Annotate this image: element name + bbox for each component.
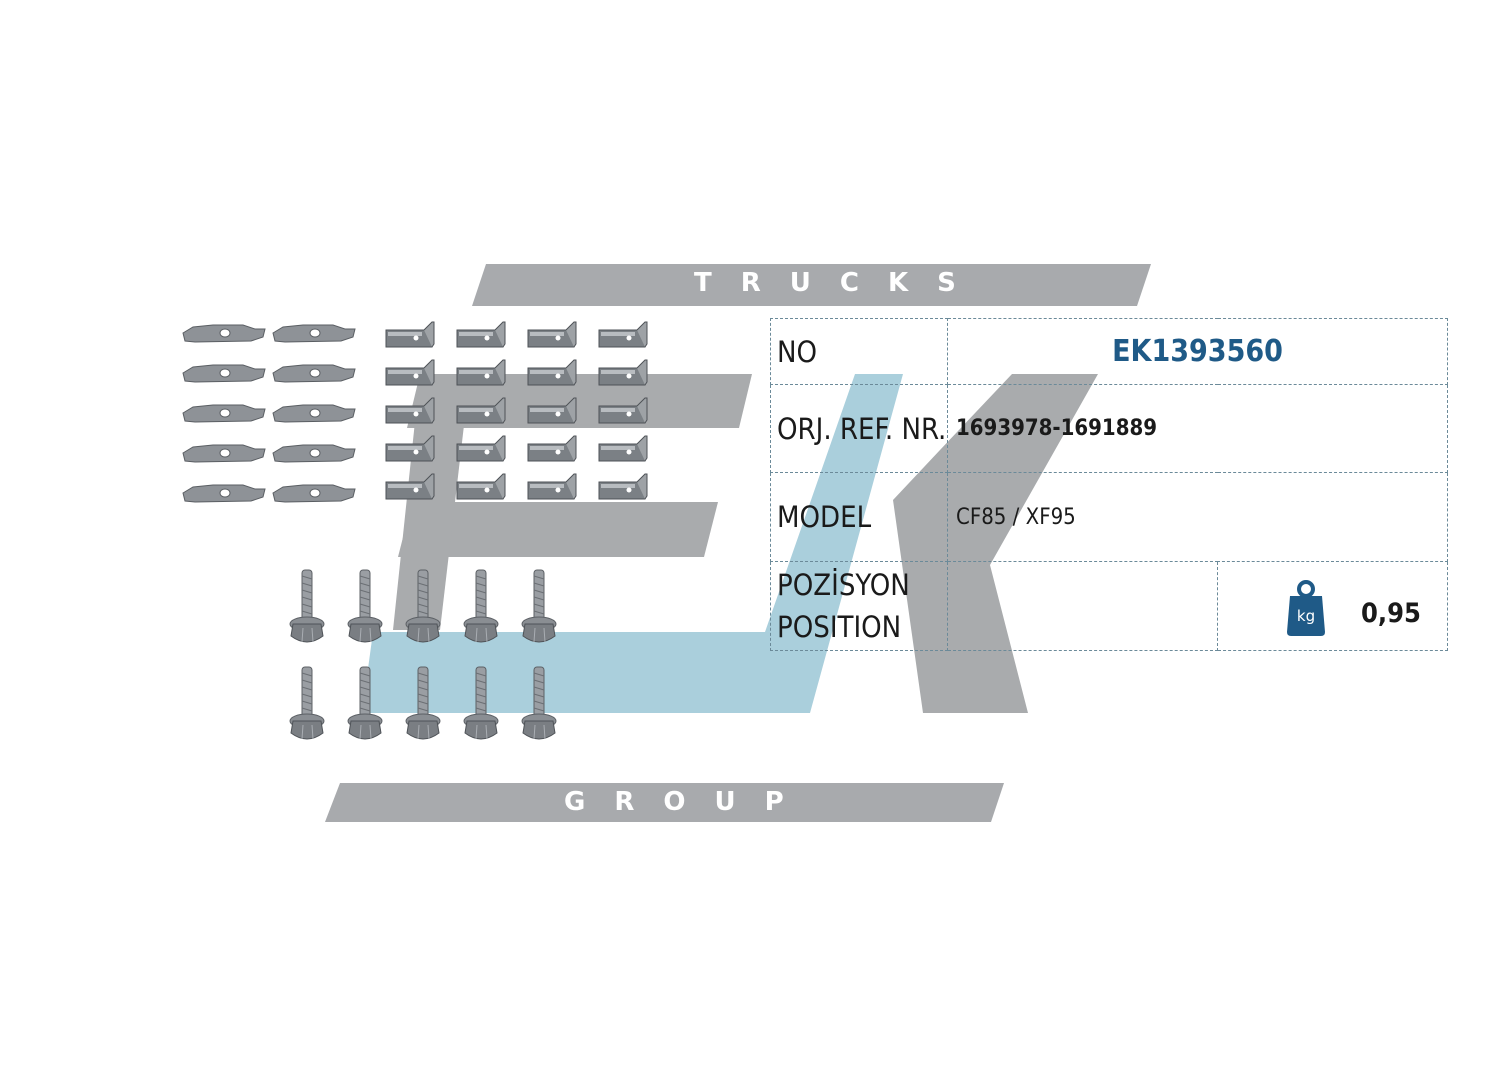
- kg-icon-text: kg: [1297, 607, 1315, 625]
- row-position: POZİSYON POSITION kg 0,95: [770, 561, 1449, 651]
- bolt-part: [463, 666, 499, 740]
- bolt-part: [405, 569, 441, 643]
- clip-part: [182, 444, 266, 463]
- bracket-part: [456, 359, 506, 386]
- clip-part: [182, 324, 266, 343]
- model-value: CF85 / XF95: [946, 472, 1449, 562]
- spec-table: NO EK1393560 ORJ. REF. NR. 1693978-16918…: [770, 318, 1449, 651]
- logo-e-middle-bar: [398, 502, 718, 557]
- clip-part: [272, 404, 356, 423]
- clip-parts: [182, 324, 356, 503]
- bracket-part: [527, 397, 577, 424]
- bolt-parts: [289, 569, 557, 740]
- bolt-part: [405, 666, 441, 740]
- bracket-part: [385, 473, 435, 500]
- group-band: [325, 783, 1004, 822]
- bracket-part: [598, 359, 648, 386]
- weight-value: 0,95: [1361, 598, 1421, 629]
- orig-ref-value: 1693978-1691889: [946, 384, 1449, 473]
- bracket-part: [527, 321, 577, 348]
- clip-part: [182, 484, 266, 503]
- orig-ref-label: ORJ. REF. NR.: [770, 384, 948, 473]
- bolt-part: [521, 666, 557, 740]
- bolt-part: [347, 569, 383, 643]
- position-value: [947, 561, 1218, 651]
- no-label: NO: [770, 318, 948, 385]
- bracket-part: [598, 473, 648, 500]
- bolt-part: [463, 569, 499, 643]
- bracket-part: [385, 321, 435, 348]
- bolt-part: [289, 569, 325, 643]
- bracket-part: [385, 435, 435, 462]
- clip-part: [182, 364, 266, 383]
- bracket-part: [527, 473, 577, 500]
- bracket-part: [456, 397, 506, 424]
- position-label-tr: POZİSYON: [777, 568, 910, 602]
- weight-kg-icon: kg: [1287, 580, 1325, 636]
- row-part-no: NO EK1393560: [770, 318, 1449, 385]
- bracket-part: [527, 435, 577, 462]
- bracket-part: [527, 359, 577, 386]
- bracket-part: [385, 359, 435, 386]
- position-label-en: POSITION: [777, 610, 902, 644]
- bracket-part: [456, 321, 506, 348]
- group-label: GROUP: [564, 787, 813, 817]
- row-model: MODEL CF85 / XF95: [770, 472, 1449, 562]
- bracket-part: [598, 397, 648, 424]
- bracket-part: [598, 435, 648, 462]
- logo-e-stem: [393, 374, 470, 630]
- clip-part: [272, 324, 356, 343]
- position-label: POZİSYON POSITION: [770, 561, 948, 651]
- clip-part: [272, 444, 356, 463]
- clip-part: [182, 404, 266, 423]
- clip-part: [272, 364, 356, 383]
- bracket-part: [598, 321, 648, 348]
- bolt-part: [347, 666, 383, 740]
- clip-part: [272, 484, 356, 503]
- bracket-parts: [385, 321, 648, 500]
- bolt-part: [289, 666, 325, 740]
- bracket-part: [385, 397, 435, 424]
- row-orig-ref: ORJ. REF. NR. 1693978-1691889: [770, 384, 1449, 473]
- bracket-part: [456, 473, 506, 500]
- logo-light-blue-bar: [362, 374, 903, 713]
- bracket-part: [456, 435, 506, 462]
- trucks-band: [472, 264, 1151, 306]
- bolt-part: [521, 569, 557, 643]
- trucks-label: TRUCKS: [694, 268, 985, 298]
- weight-cell: kg 0,95: [1216, 561, 1449, 651]
- model-label: MODEL: [770, 472, 948, 562]
- part-number-value: EK1393560: [946, 318, 1449, 385]
